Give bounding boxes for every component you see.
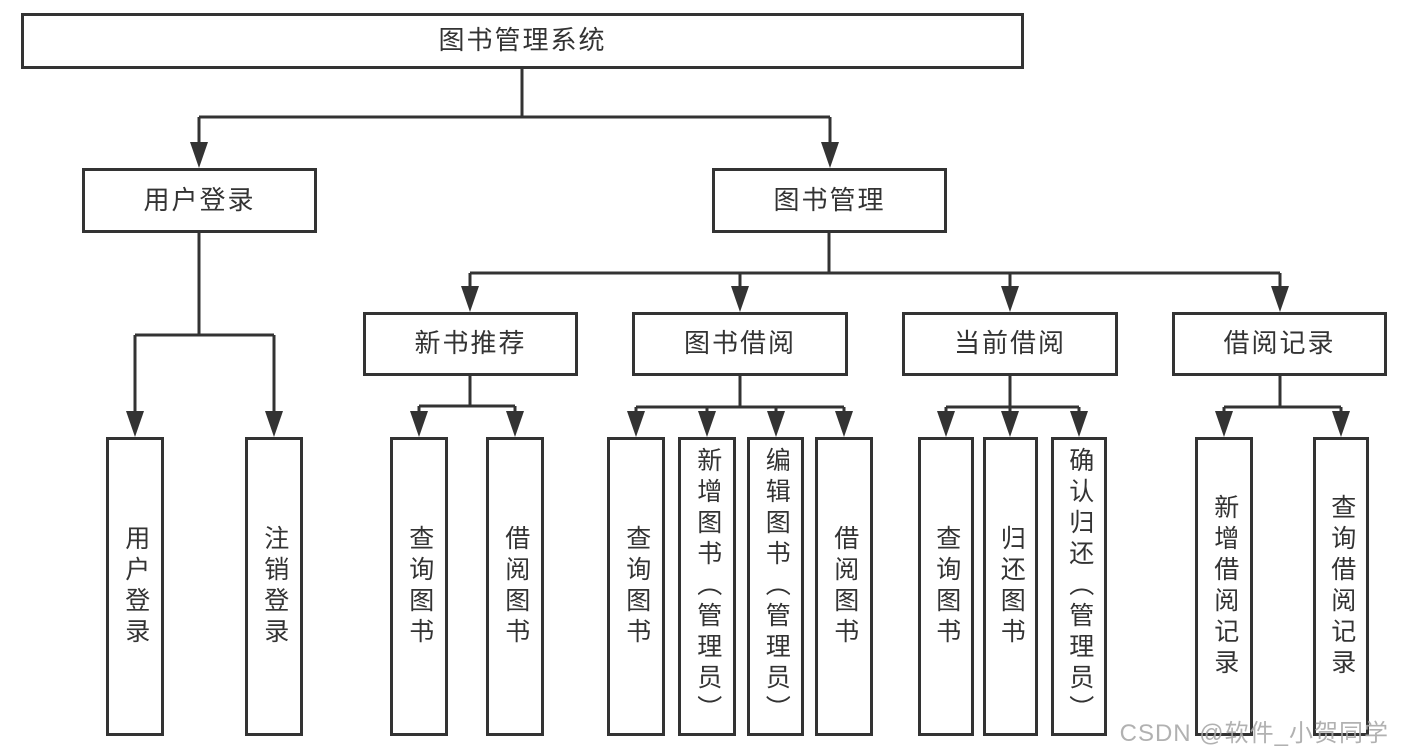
node-leaf-add-borrowing-record: 新增借阅记录 bbox=[1195, 437, 1253, 736]
node-leaf-borrow-books-borrowing: 借阅图书 bbox=[815, 437, 873, 736]
node-library-management-system: 图书管理系统 bbox=[21, 13, 1024, 69]
node-leaf-logout: 注销登录 bbox=[245, 437, 303, 736]
connector-new-book-recommend-children bbox=[410, 376, 524, 437]
node-label: 借阅图书 bbox=[501, 524, 530, 649]
connector-current-borrowing-children bbox=[937, 376, 1088, 437]
node-leaf-confirm-return-admin: 确认归还（管理员） bbox=[1051, 437, 1107, 736]
node-label: 查询图书 bbox=[622, 524, 651, 649]
node-label: 查询图书 bbox=[932, 524, 961, 649]
node-leaf-query-books-current: 查询图书 bbox=[918, 437, 974, 736]
node-leaf-query-books-recommend: 查询图书 bbox=[390, 437, 448, 736]
connector-borrowing-records-children bbox=[1215, 376, 1350, 437]
node-leaf-borrow-books-recommend: 借阅图书 bbox=[486, 437, 544, 736]
node-label: 图书管理 bbox=[773, 184, 886, 215]
node-book-management: 图书管理 bbox=[712, 168, 947, 233]
csdn-watermark: CSDN @软件_小贺同学 bbox=[1119, 720, 1389, 747]
node-borrowing-records: 借阅记录 bbox=[1172, 312, 1387, 376]
connector-book-management-children bbox=[461, 233, 1289, 312]
node-leaf-query-borrowing-record: 查询借阅记录 bbox=[1313, 437, 1369, 736]
node-label: 借阅记录 bbox=[1223, 328, 1336, 359]
connector-book-borrowing-children bbox=[627, 376, 853, 437]
node-label: 查询图书 bbox=[405, 524, 434, 649]
node-label: 新书推荐 bbox=[414, 328, 527, 359]
connector-root-to-level2 bbox=[190, 69, 839, 168]
node-label: 编辑图书（管理员） bbox=[762, 447, 791, 726]
node-label: 图书借阅 bbox=[683, 328, 796, 359]
node-leaf-edit-books-admin: 编辑图书（管理员） bbox=[747, 437, 804, 736]
node-user-login: 用户登录 bbox=[82, 168, 317, 233]
node-book-borrowing: 图书借阅 bbox=[632, 312, 848, 376]
node-label: 新增图书（管理员） bbox=[693, 447, 722, 726]
node-label: 当前借阅 bbox=[953, 328, 1066, 359]
node-label: 图书管理系统 bbox=[438, 25, 607, 56]
node-label: 注销登录 bbox=[260, 524, 289, 649]
node-label: 借阅图书 bbox=[830, 524, 859, 649]
node-label: 新增借阅记录 bbox=[1210, 493, 1239, 680]
node-leaf-user-login: 用户登录 bbox=[106, 437, 164, 736]
node-label: 用户登录 bbox=[143, 184, 256, 215]
connector-user-login-children bbox=[126, 233, 283, 437]
node-label: 用户登录 bbox=[121, 524, 150, 649]
node-label: 确认归还（管理员） bbox=[1065, 447, 1094, 726]
node-label: 归还图书 bbox=[997, 524, 1026, 649]
node-leaf-add-books-admin: 新增图书（管理员） bbox=[678, 437, 736, 736]
node-current-borrowing: 当前借阅 bbox=[902, 312, 1118, 376]
node-leaf-return-books: 归还图书 bbox=[983, 437, 1038, 736]
node-new-book-recommend: 新书推荐 bbox=[363, 312, 578, 376]
node-leaf-query-books-borrowing: 查询图书 bbox=[607, 437, 665, 736]
node-label: 查询借阅记录 bbox=[1327, 493, 1356, 680]
